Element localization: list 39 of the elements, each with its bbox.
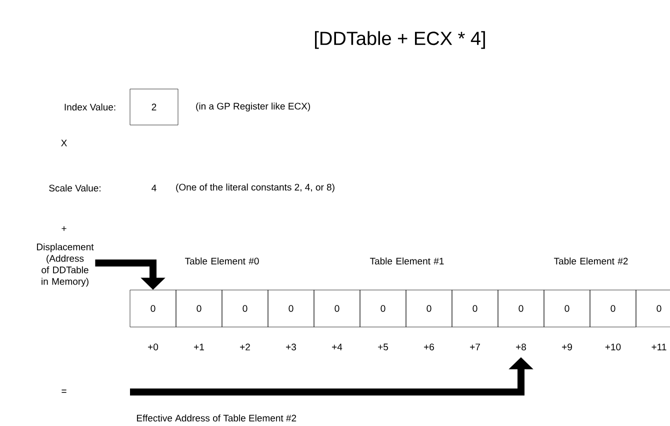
table-cell: 0 — [544, 290, 590, 328]
index-label: Index Value: — [64, 104, 116, 110]
offset-label: +8 — [516, 344, 526, 350]
offset-label: +5 — [378, 344, 388, 350]
table-cell: 0 — [176, 290, 222, 328]
note: (in a GP Register like ECX) — [196, 102, 310, 112]
offset-label: +7 — [470, 344, 480, 350]
element-label: Table Element #2 — [554, 258, 628, 264]
note: (One of the literal constants 2, 4, or 8) — [176, 184, 334, 192]
table-cell: 0 — [360, 290, 406, 328]
offset-label: +4 — [332, 344, 342, 350]
table-cell: 0 — [498, 290, 544, 328]
table-cell: 0 — [636, 290, 670, 328]
operator: + — [62, 226, 66, 231]
table-cell: 0 — [314, 290, 360, 328]
table-cell: 0 — [268, 290, 314, 328]
offset-label: +3 — [286, 344, 296, 350]
table-cell: 0 — [590, 290, 636, 328]
scale-value: 4 — [152, 184, 156, 192]
title: [DDTable + ECX * 4] — [315, 31, 485, 49]
scale-label: Scale Value: — [49, 184, 100, 192]
offset-label: +2 — [240, 344, 250, 350]
offset-label: +1 — [194, 344, 204, 350]
table-cell: 0 — [452, 290, 498, 328]
offset-label: +0 — [148, 344, 158, 350]
element-label: Table Element #1 — [370, 258, 444, 264]
table-cell: 0 — [222, 290, 268, 328]
offset-label: +10 — [605, 344, 621, 350]
offset-label: +9 — [562, 344, 572, 350]
table-cell: 0 — [406, 290, 452, 328]
operator: = — [62, 390, 66, 393]
edge-label: Effective Address of Table Element #2 — [137, 414, 296, 422]
displacement-label: Displacement (Address of DDTable in Memory) — [37, 243, 94, 287]
element-label: Table Element #0 — [185, 258, 259, 264]
offset-label: +11 — [652, 344, 666, 350]
offset-label: +6 — [424, 344, 434, 350]
operator: X — [61, 140, 67, 146]
value-box: 2 — [130, 88, 178, 126]
table-cell: 0 — [130, 290, 176, 328]
